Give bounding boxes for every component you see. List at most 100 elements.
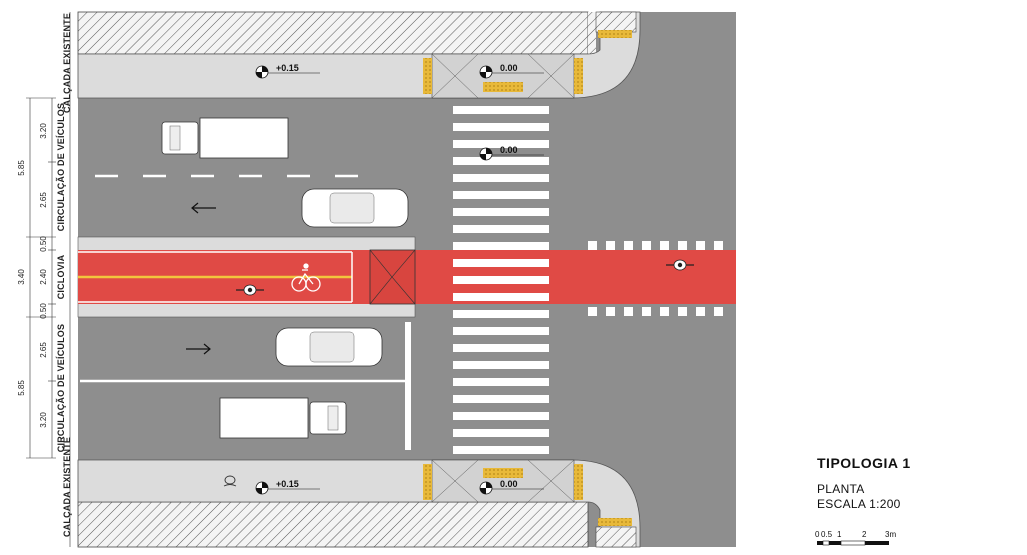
tactile-strip [598, 30, 632, 38]
building-top-corner [588, 12, 596, 54]
pedestrian-icon [223, 475, 237, 487]
crosswalk-stripe [453, 225, 549, 233]
tactile-strip [483, 82, 523, 92]
bike-crossing-block [606, 307, 615, 316]
bike-crossing-block [696, 307, 705, 316]
crosswalk-stripe [453, 344, 549, 352]
crosswalk-stripe [453, 208, 549, 216]
zone-label-sidewalk-bottom: CALÇADA EXISTENTE [62, 437, 72, 537]
scale-label: 2 [862, 530, 867, 539]
building-corner-hatch-top [595, 11, 637, 33]
zone-label-bike-lane: CICLOVIA [56, 254, 66, 299]
crosswalk-stripe [453, 412, 549, 420]
crosswalk-stripe [453, 395, 549, 403]
arrow-left-icon [191, 202, 216, 214]
elevation-label: +0.15 [276, 63, 299, 73]
dim-traffic-bottom-lane-a: 2.65 [39, 342, 48, 358]
tactile-strip [574, 464, 583, 500]
bike-crossing-block [714, 307, 723, 316]
bike-crossing-marks [588, 241, 723, 316]
dim-traffic-bottom-total: 5.85 [17, 380, 26, 396]
dim-bike-total: 3.40 [17, 269, 26, 285]
benchmark-icon [255, 481, 320, 495]
dim-traffic-top-lane-b: 2.65 [39, 192, 48, 208]
crosswalk-stripe [453, 123, 549, 131]
crosswalk-stripe [453, 191, 549, 199]
bike-crossing-block [624, 241, 633, 250]
zone-label-traffic-top: CIRCULAÇÃO DE VEÍCULOS [56, 103, 66, 231]
bike-crossing-block [606, 241, 615, 250]
stop-line [405, 322, 411, 450]
bike-crossing-block [642, 241, 651, 250]
scale-label: 3m [885, 530, 896, 539]
elevation-label: +0.15 [276, 479, 299, 489]
dim-bike-lane: 2.40 [39, 269, 48, 285]
crosswalk-stripe [453, 293, 549, 301]
scale-bar: 0 0.5 1 2 3m [815, 530, 896, 546]
dim-buffer-bottom: 0.50 [39, 303, 48, 319]
building-corner-hatch-bottom [595, 526, 637, 548]
legend-subtitle: PLANTA [817, 482, 865, 496]
scale-label: 0.5 [821, 530, 833, 539]
benchmark-icon [479, 481, 544, 495]
crosswalk-stripe [453, 174, 549, 182]
benchmark-icon [255, 65, 320, 79]
crosswalk-stripe [453, 259, 549, 267]
bike-crossing-block [588, 241, 597, 250]
bike-crossing-block [660, 307, 669, 316]
crosswalk-stripe [453, 157, 549, 165]
crosswalk-stripe [453, 106, 549, 114]
tactile-strip [483, 468, 523, 478]
bike-crossing-block [642, 307, 651, 316]
tactile-strip [423, 58, 432, 94]
cyclist-icon [666, 259, 694, 271]
bike-crossing-block [678, 241, 687, 250]
zone-label-traffic-bottom: CIRCULAÇÃO DE VEÍCULOS [56, 324, 66, 452]
car-bottom [275, 327, 383, 367]
tactile-strip [423, 464, 432, 500]
cyclist-icon [236, 284, 264, 296]
bike-crossing-block [696, 241, 705, 250]
legend-title: TIPOLOGIA 1 [817, 455, 911, 471]
bike-crossing-block [624, 307, 633, 316]
zone-label-sidewalk-top: CALÇADA EXISTENTE [62, 13, 72, 113]
building-top [77, 11, 589, 55]
legend: TIPOLOGIA 1 PLANTA ESCALA 1:200 [817, 455, 1017, 511]
ramp-bottom [431, 459, 575, 503]
dim-traffic-bottom-lane-b: 3.20 [39, 412, 48, 428]
elevation-label: 0.00 [500, 145, 518, 155]
car-top [301, 188, 409, 228]
tactile-strip [598, 518, 632, 526]
legend-scale: ESCALA 1:200 [817, 497, 901, 511]
crosswalk-stripe [453, 242, 549, 250]
building-bottom [77, 501, 589, 548]
bike-crossing-block [588, 307, 597, 316]
dim-traffic-top-lane-a: 3.20 [39, 123, 48, 139]
truck-top [161, 117, 289, 159]
bike-crossing-block [660, 241, 669, 250]
crosswalk-stripe [453, 276, 549, 284]
dim-buffer-top: 0.50 [39, 236, 48, 252]
bicycle-icon [291, 263, 321, 292]
bike-crossing-block [714, 241, 723, 250]
crosswalk-stripe [453, 361, 549, 369]
arrow-right-icon [186, 343, 211, 355]
truck-bottom [219, 397, 347, 439]
crosswalk [453, 106, 549, 454]
scale-label: 0 [815, 530, 820, 539]
crosswalk-stripe [453, 429, 549, 437]
dim-traffic-top-total: 5.85 [17, 160, 26, 176]
scale-label: 1 [837, 530, 842, 539]
crosswalk-stripe [453, 378, 549, 386]
tactile-strip [574, 58, 583, 94]
elevation-label: 0.00 [500, 63, 518, 73]
crosswalk-stripe [453, 327, 549, 335]
crosswalk-stripe [453, 446, 549, 454]
crosswalk-stripe [453, 140, 549, 148]
bike-crossing-block [678, 307, 687, 316]
benchmark-icon [479, 65, 544, 79]
benchmark-icon [479, 147, 544, 161]
dimension-lines [26, 12, 71, 547]
elevation-label: 0.00 [500, 479, 518, 489]
